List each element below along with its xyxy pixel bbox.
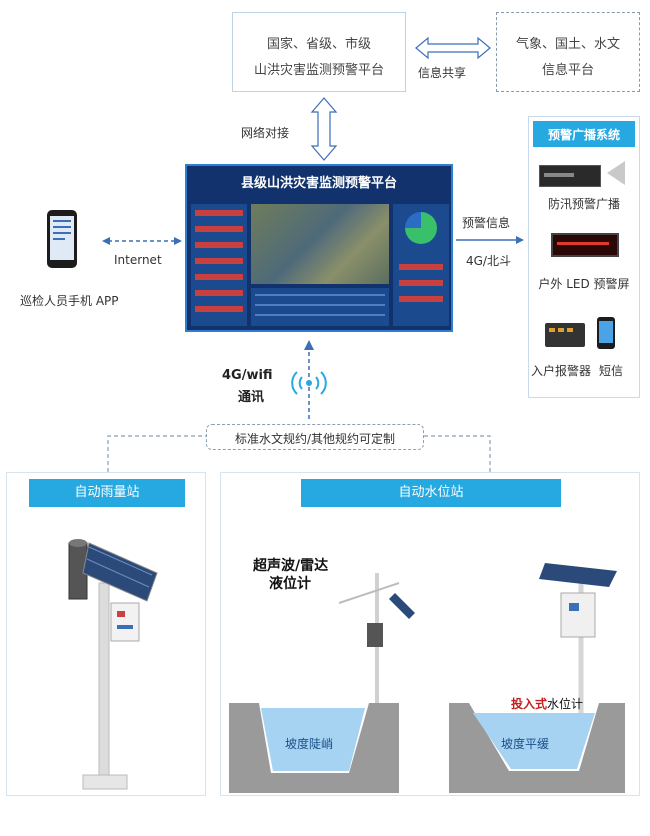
gentle-slope-label: 坡度平缓 — [501, 735, 549, 752]
dashboard-left-panel — [191, 204, 247, 326]
broadcast-panel: 预警广播系统 防汛预警广播 户外 LED 预警屏 入户报警器 短信 — [528, 116, 640, 398]
broadcast-item-0: 防汛预警广播 — [547, 197, 620, 211]
steep-slope-label: 坡度陡峭 — [285, 735, 333, 752]
comm-arrow — [304, 340, 314, 420]
sensor-label-line1: 超声波/雷达 — [253, 558, 329, 574]
national-platform-line2: 山洪灾害监测预警平台 — [253, 63, 384, 78]
protocol-label: 标准水文规约/其他规约可定制 — [234, 432, 396, 446]
immersion-label-red: 投入式 — [511, 697, 548, 711]
wifi-signal-icon — [291, 371, 327, 395]
gentle-slope-illustration — [449, 563, 625, 793]
dashboard-pie-chart — [405, 212, 437, 244]
info-share-arrow — [415, 36, 491, 60]
station-bracket — [107, 435, 491, 472]
national-platform-line1: 国家、省级、市级 — [266, 37, 371, 52]
county-platform-screen: 县级山洪灾害监测预警平台 — [185, 164, 453, 332]
partner-platform-line2: 信息平台 — [541, 63, 594, 78]
comm-label-line1: 4G/wifi — [222, 368, 273, 383]
immersion-label: 投入式水位计 — [511, 695, 583, 712]
phone-icon — [47, 210, 77, 268]
dashboard-right-panel — [393, 204, 449, 326]
network-link-arrow — [310, 97, 338, 161]
partner-platform-box: 气象、国土、水文 信息平台 — [496, 12, 640, 92]
led-screen-icon — [551, 233, 619, 257]
broadcast-item-1: 户外 LED 预警屏 — [538, 277, 630, 291]
info-share-label: 信息共享 — [418, 66, 467, 80]
gentle-slope-text-a: 坡度 — [501, 737, 526, 751]
broadcast-title-bar: 预警广播系统 — [533, 121, 635, 147]
internet-label: Internet — [114, 253, 162, 267]
protocol-box: 标准水文规约/其他规约可定制 — [206, 424, 424, 450]
sms-phone-icon — [597, 317, 615, 349]
home-alarm-icon — [545, 323, 585, 347]
gentle-slope-text-b: 平缓 — [525, 737, 550, 751]
rain-station-label: 自动雨量站 — [74, 485, 140, 500]
steep-slope-illustration — [229, 573, 415, 793]
national-platform-box: 国家、省级、市级 山洪灾害监测预警平台 — [232, 12, 406, 92]
broadcast-item-3: 短信 — [599, 364, 624, 378]
comm-label-line2: 通讯 — [238, 390, 265, 405]
sensor-label-line2: 液位计 — [269, 576, 311, 592]
broadcast-item-2: 入户报警器 — [531, 364, 592, 378]
warning-info-label: 预警信息 — [462, 216, 511, 230]
dashboard-map — [251, 204, 389, 284]
broadcast-device-icon — [539, 165, 601, 187]
water-station-tab: 自动水位站 — [301, 479, 561, 507]
broadcast-title: 预警广播系统 — [547, 128, 620, 142]
warning-info-arrow — [456, 236, 524, 244]
rain-gauge-illustration — [68, 539, 158, 790]
dashboard-table — [251, 288, 389, 326]
steep-slope-text-b: 陡峭 — [309, 737, 334, 751]
water-station-label: 自动水位站 — [398, 485, 464, 500]
app-label: 巡检人员手机 APP — [20, 294, 119, 308]
water-station-panel: 自动水位站 超声波/雷达 液位计 坡度陡峭 投入式水位计 坡度平缓 — [220, 472, 640, 796]
rain-station-tab: 自动雨量站 — [29, 479, 185, 507]
loudspeaker-icon — [607, 161, 625, 185]
internet-arrow — [102, 237, 182, 245]
steep-slope-text-a: 坡度 — [285, 737, 310, 751]
network-link-label: 网络对接 — [241, 126, 290, 140]
county-platform-title: 县级山洪灾害监测预警平台 — [240, 176, 397, 191]
immersion-label-rest: 水位计 — [547, 697, 584, 711]
network-4g-label: 4G/北斗 — [466, 254, 511, 268]
rain-station-panel: 自动雨量站 — [6, 472, 206, 796]
partner-platform-line1: 气象、国土、水文 — [515, 37, 620, 52]
